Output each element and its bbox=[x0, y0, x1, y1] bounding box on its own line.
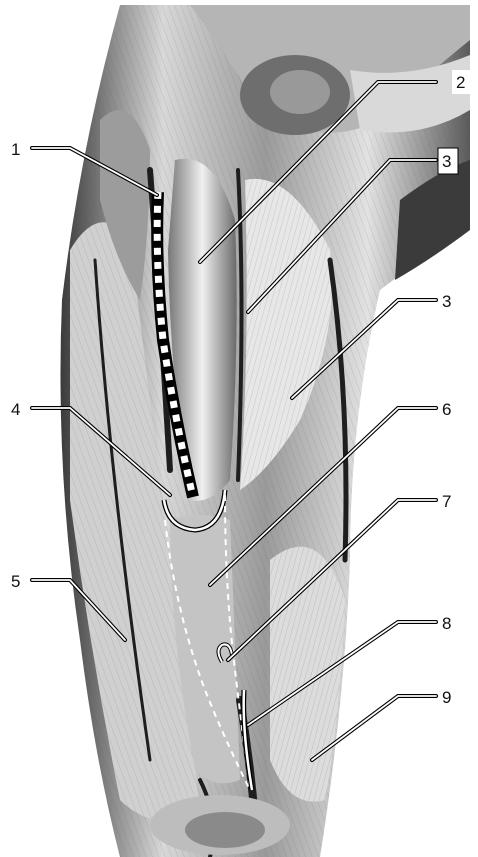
label-7: 7 bbox=[442, 492, 451, 511]
label-4: 4 bbox=[11, 400, 20, 419]
label-3b: 3 bbox=[442, 292, 451, 311]
knee-region bbox=[150, 795, 290, 855]
label-5: 5 bbox=[11, 572, 20, 591]
label-8: 8 bbox=[442, 614, 451, 633]
label-9: 9 bbox=[442, 688, 451, 707]
label-3a: 3 bbox=[442, 152, 451, 171]
label-6: 6 bbox=[442, 400, 451, 419]
label-1: 1 bbox=[11, 140, 20, 159]
label-2: 2 bbox=[456, 73, 465, 92]
